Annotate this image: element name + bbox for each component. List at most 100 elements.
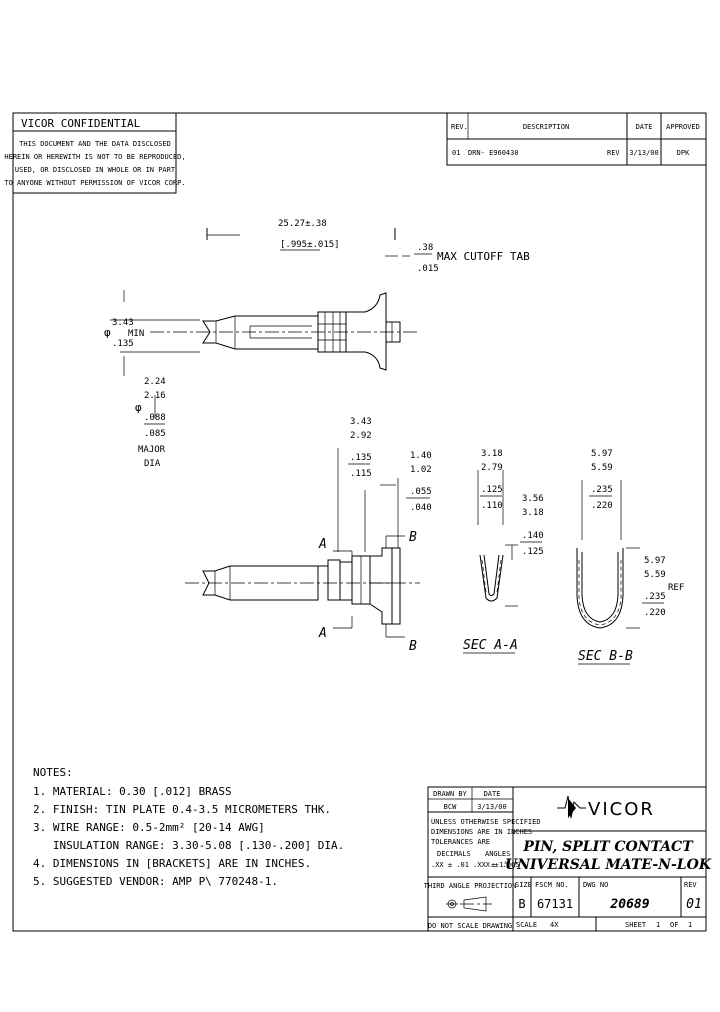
secb-h-mm-2: 5.59 [644,570,666,580]
projection-label: THIRD ANGLE PROJECTION [424,882,517,890]
seca-h-mm-1: 3.56 [522,494,544,504]
dia-min: MIN [128,329,144,339]
size-label: SIZE [515,881,532,889]
section-b-top: B [409,530,417,545]
decimals-label: DECIMALS [437,850,471,858]
fscm-label: FSCM NO. [535,881,569,889]
seca-w-in-1: .125 [481,485,503,495]
crimp-in-2: .115 [350,469,372,479]
drawn-by-label: DRAWN BY [433,790,468,798]
notes-block: NOTES: 1. MATERIAL: 0.30 [.012] BRASS 2.… [33,766,344,888]
note-1: 1. MATERIAL: 0.30 [.012] BRASS [33,785,232,798]
rev-value: 01 [686,897,702,912]
drawn-date: 3/13/00 [477,803,507,811]
pin-crimp-view: A A B B 3.43 2.92 .135 .115 1.40 1.02 .0… [185,417,432,654]
notes-title: NOTES: [33,766,73,779]
secb-h-in-2: .220 [644,608,666,618]
fscm-value: 67131 [537,897,573,911]
dia-in: .135 [112,339,134,349]
sheet-total: 1 [688,921,692,929]
note-3b: INSULATION RANGE: 3.30-5.08 [.130-.200] … [33,839,344,852]
tolerance-line-2: DIMENSIONS ARE IN INCHES [431,828,532,836]
tolerance-line-3: TOLERANCES ARE [431,838,490,846]
secb-w-in-1: .235 [591,485,613,495]
section-b-b: 5.97 5.59 .235 .220 5.97 5.59 .235 .220 … [576,449,684,665]
secb-w-mm-1: 5.97 [591,449,613,459]
pin-side-view: 25.27±.38 [.995±.015] .38 .015 MAX CUTOF… [104,219,530,469]
company-name: VICOR [588,799,655,820]
dia-phi: φ [104,326,111,339]
major-note-1: MAJOR [138,445,166,455]
drawing-title-1: PIN, SPLIT CONTACT [522,839,694,855]
major-mm-2: 2.16 [144,391,166,401]
seca-h-in-2: .125 [522,547,544,557]
confidential-block: VICOR CONFIDENTIAL THIS DOCUMENT AND THE… [4,112,186,194]
scale-value: 4X [550,921,559,929]
gap-mm-2: 1.02 [410,465,432,475]
rev-row-date: 3/13/00 [629,149,659,157]
angles-label: ANGLES [485,850,510,858]
drawn-by: BCW [444,803,457,811]
dia-mm: 3.43 [112,318,134,328]
rev-row-tag: REV [607,149,620,157]
crimp-mm-1: 3.43 [350,417,372,427]
cutoff-note: MAX CUTOFF TAB [437,250,530,263]
angles-value: ± 1° [491,861,508,869]
section-a-top: A [318,537,327,552]
crimp-in-1: .135 [350,453,372,463]
drawn-date-label: DATE [484,790,501,798]
gap-in-2: .040 [410,503,432,513]
major-in-2: .085 [144,429,166,439]
section-b-bottom: B [409,639,417,654]
dwg-label: DWG NO [583,881,608,889]
overall-length-mm: 25.27±.38 [278,219,327,229]
secb-h-in-1: .235 [644,592,666,602]
major-mm-1: 2.24 [144,377,166,387]
tolerance-line-1: UNLESS OTHERWISE SPECIFIED [431,818,541,826]
rev-label: REV [684,881,697,889]
confidential-title: VICOR CONFIDENTIAL [21,117,141,130]
overall-length-in: [.995±.015] [280,240,340,250]
description-header: DESCRIPTION [523,123,569,131]
sec-a-label: SEC A-A [463,638,518,653]
secb-w-mm-2: 5.59 [591,463,613,473]
drawing-title-2: UNIVERSAL MATE-N-LOK [505,857,712,873]
approved-header: APPROVED [666,123,700,131]
sec-b-label: SEC B-B [578,649,633,664]
rev-row-description: DRN- E960430 [468,149,519,157]
seca-h-mm-2: 3.18 [522,508,544,518]
confidential-line-3: USED, OR DISCLOSED IN WHOLE OR IN PART [15,166,176,174]
note-5: 5. SUGGESTED VENDOR: AMP P\ 770248-1. [33,875,278,888]
gap-in-1: .055 [410,487,432,497]
sheet-label: SHEET [625,921,647,929]
seca-h-in-1: .140 [522,531,544,541]
seca-w-mm-2: 2.79 [481,463,503,473]
drawing-border [12,112,707,932]
rev-row-approved: DPK [677,149,690,157]
title-block: DRAWN BY DATE BCW 3/13/00 UNLESS OTHERWI… [424,786,712,932]
major-phi: φ [135,401,142,414]
size-value: B [518,897,525,911]
cutoff-mm: .38 [417,243,433,253]
rev-row-rev: 01 [452,149,460,157]
note-3: 3. WIRE RANGE: 0.5-2mm² [20-14 AWG] [33,821,265,834]
cutoff-in: .015 [417,264,439,274]
dwg-no-value: 20689 [609,897,649,912]
seca-w-in-2: .110 [481,501,503,511]
sheet-no: 1 [656,921,660,929]
ref-label: REF [668,583,684,593]
no-scale-label: DO NOT SCALE DRAWING [428,922,512,930]
confidential-line-1: THIS DOCUMENT AND THE DATA DISCLOSED [19,140,171,148]
vicor-logo: VICOR [557,795,655,820]
confidential-line-2: HEREIN OR HEREWITH IS NOT TO BE REPRODUC… [4,153,185,161]
crimp-mm-2: 2.92 [350,431,372,441]
note-2: 2. FINISH: TIN PLATE 0.4-3.5 MICROMETERS… [33,803,331,816]
projection-symbol-icon [446,896,492,912]
confidential-line-4: TO ANYONE WITHOUT PERMISSION OF VICOR CO… [4,179,185,187]
secb-h-mm-1: 5.97 [644,556,666,566]
gap-mm-1: 1.40 [410,451,432,461]
section-a-a: 3.18 2.79 .125 .110 3.56 3.18 .140 .125 … [463,449,544,654]
seca-w-mm-1: 3.18 [481,449,503,459]
rev-header: REV. [451,123,468,131]
